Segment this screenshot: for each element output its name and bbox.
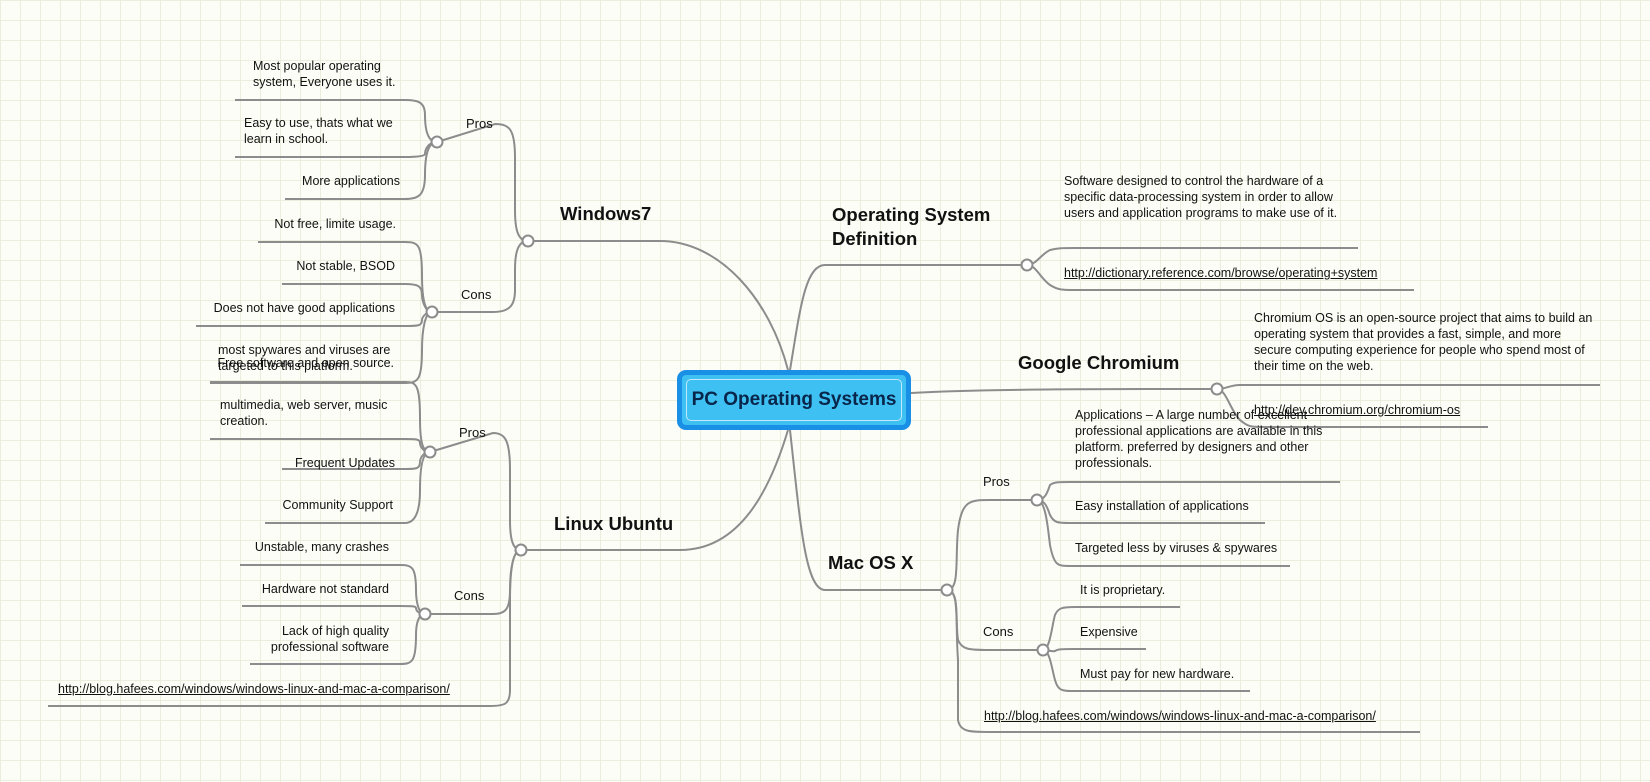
windows7-pro-item[interactable]: Most popular operating system, Everyone … bbox=[253, 59, 396, 89]
central-topic[interactable]: PC Operating Systems bbox=[677, 370, 911, 430]
mac-pro-item[interactable]: Applications – A large number of excelle… bbox=[1075, 408, 1323, 470]
mac-node[interactable] bbox=[940, 583, 954, 597]
windows7-pro-item[interactable]: Easy to use, thats what we learn in scho… bbox=[244, 116, 393, 146]
mac-cons-node[interactable] bbox=[1036, 643, 1050, 657]
linux-con-item[interactable]: Unstable, many crashes bbox=[254, 540, 389, 554]
windows7-con-item[interactable]: most spywares and viruses are targeted t… bbox=[218, 343, 391, 373]
windows7-node[interactable] bbox=[521, 234, 535, 248]
mac-con-item[interactable]: Must pay for new hardware. bbox=[1080, 667, 1235, 681]
osdef-node[interactable] bbox=[1020, 258, 1034, 272]
windows7-con-item[interactable]: Not stable, BSOD bbox=[296, 259, 395, 273]
mac-pro-item[interactable]: Targeted less by viruses & spywares bbox=[1075, 541, 1278, 555]
mac-pros-node[interactable] bbox=[1030, 493, 1044, 507]
chromium-text[interactable]: Chromium OS is an open-source project th… bbox=[1254, 311, 1593, 373]
mac-cons-label[interactable]: Cons bbox=[983, 624, 1014, 639]
windows7-cons-label[interactable]: Cons bbox=[461, 287, 492, 302]
branch-google-chromium[interactable]: Google Chromium bbox=[1018, 352, 1180, 373]
mac-pro-item[interactable]: Easy installation of applications bbox=[1075, 499, 1249, 513]
osdef-link[interactable]: http://dictionary.reference.com/browse/o… bbox=[1064, 266, 1378, 280]
linux-pro-item[interactable]: Community Support bbox=[282, 498, 393, 512]
linux-pro-item[interactable]: Frequent Updates bbox=[294, 456, 395, 470]
linux-pro-item[interactable]: multimedia, web server, music creation. bbox=[220, 398, 388, 428]
linux-source-link[interactable]: http://blog.hafees.com/windows/windows-l… bbox=[58, 682, 450, 696]
mac-pros-label[interactable]: Pros bbox=[983, 474, 1010, 489]
branch-linux-ubuntu[interactable]: Linux Ubuntu bbox=[554, 513, 674, 534]
linux-con-item[interactable]: Lack of high quality professional softwa… bbox=[270, 624, 389, 654]
linux-pros-label[interactable]: Pros bbox=[459, 425, 486, 440]
windows7-con-item[interactable]: Does not have good applications bbox=[213, 301, 395, 315]
windows7-pros-node[interactable] bbox=[430, 135, 444, 149]
linux-con-item[interactable]: Hardware not standard bbox=[261, 582, 389, 596]
linux-pro-item[interactable]: Free software and open source. bbox=[217, 356, 395, 370]
mac-con-item[interactable]: It is proprietary. bbox=[1080, 583, 1166, 597]
mac-con-item[interactable]: Expensive bbox=[1080, 625, 1138, 639]
windows7-cons-node[interactable] bbox=[425, 305, 439, 319]
linux-node[interactable] bbox=[514, 543, 528, 557]
linux-cons-label[interactable]: Cons bbox=[454, 588, 485, 603]
branch-mac-os-x[interactable]: Mac OS X bbox=[828, 552, 914, 573]
branch-os-definition[interactable]: Operating System Definition bbox=[832, 204, 991, 249]
windows7-pro-item[interactable]: More applications bbox=[302, 174, 400, 188]
linux-cons-node[interactable] bbox=[418, 607, 432, 621]
chromium-link[interactable]: http://dev.chromium.org/chromium-os bbox=[1254, 403, 1461, 417]
mac-source-link[interactable]: http://blog.hafees.com/windows/windows-l… bbox=[984, 709, 1376, 723]
chromium-node[interactable] bbox=[1210, 382, 1224, 396]
windows7-con-item[interactable]: Not free, limite usage. bbox=[274, 217, 396, 231]
linux-pros-node[interactable] bbox=[423, 445, 437, 459]
windows7-pros-label[interactable]: Pros bbox=[466, 116, 493, 131]
branch-windows7[interactable]: Windows7 bbox=[560, 203, 652, 224]
osdef-text[interactable]: Software designed to control the hardwar… bbox=[1064, 174, 1338, 220]
